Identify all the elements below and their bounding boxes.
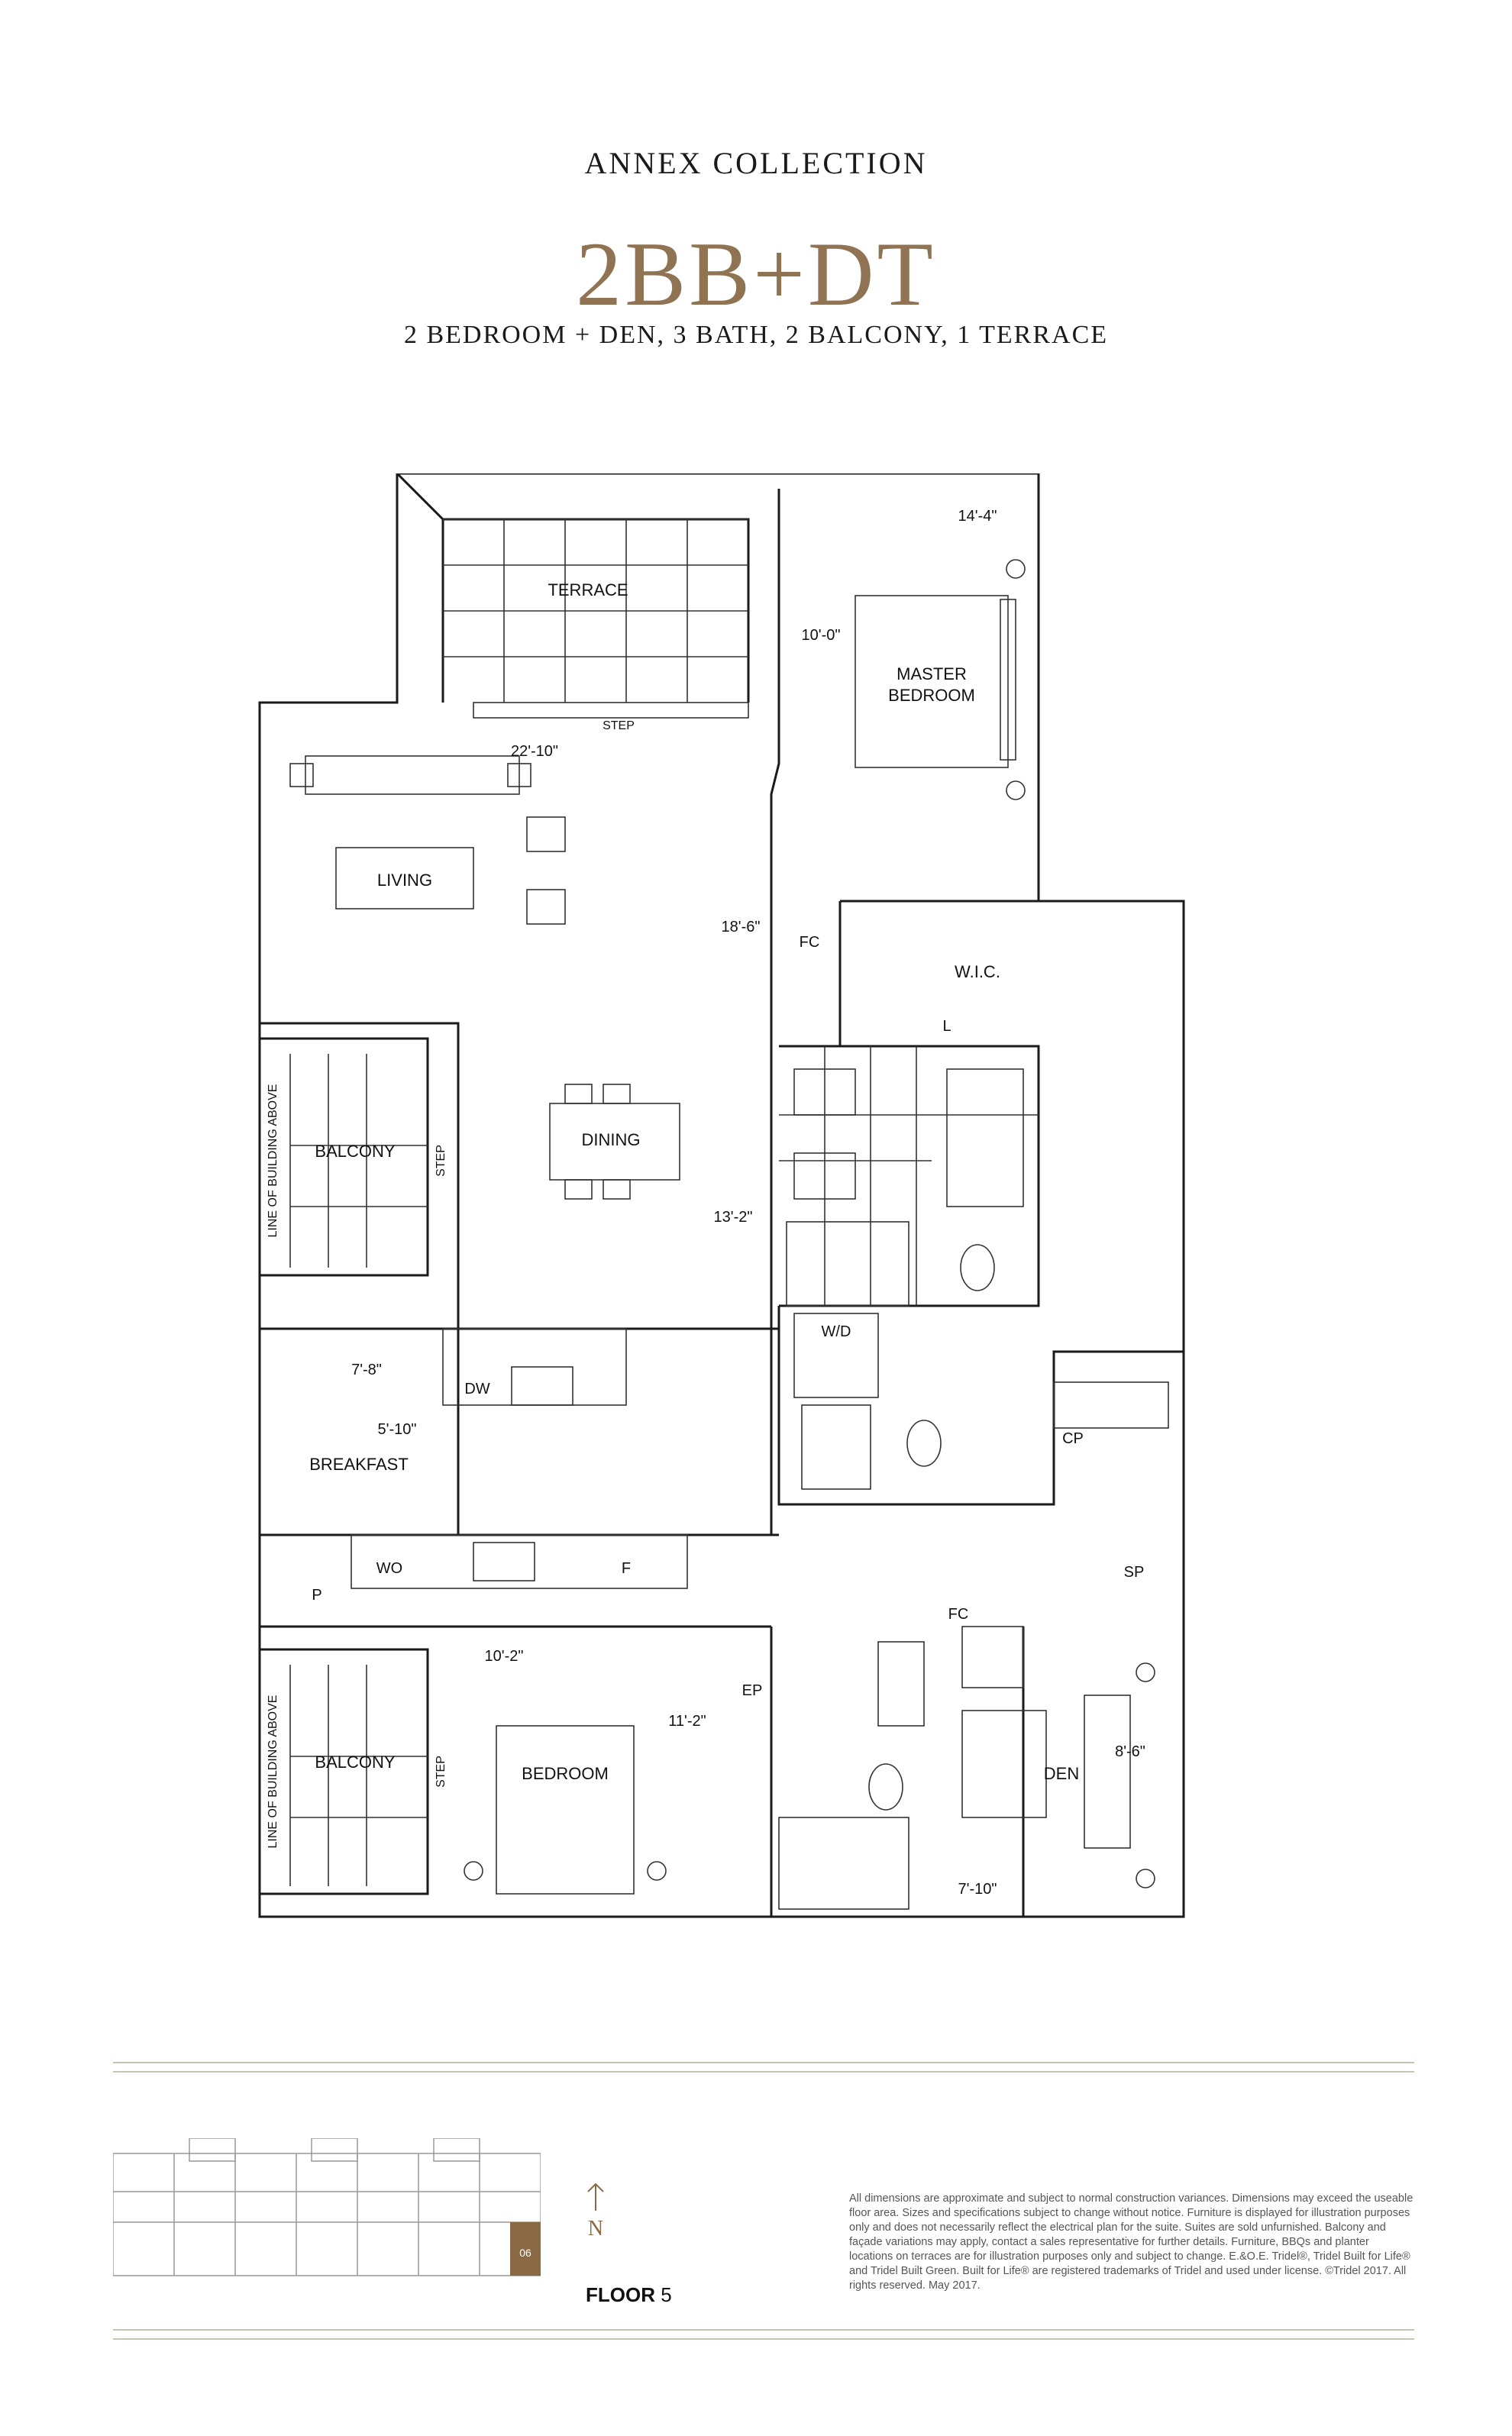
label-step-balcony-bottom: STEP [435, 1756, 447, 1788]
label-l: L [942, 1018, 951, 1035]
exterior-wall [258, 473, 1185, 1918]
label-step-terrace: STEP [603, 719, 635, 732]
floor-number: 5 [661, 2283, 672, 2306]
room-terrace: TERRACE [548, 580, 628, 599]
room-bedroom: BEDROOM [522, 1764, 609, 1783]
label-sp: SP [1124, 1564, 1145, 1581]
label-line-building-bottom: LINE OF BUILDING ABOVE [267, 1695, 279, 1849]
north-arrow: N [587, 2182, 604, 2241]
room-dining: DINING [582, 1130, 641, 1149]
room-master-bedroom-1: MASTER [897, 664, 967, 683]
collection-title: ANNEX COLLECTION [584, 146, 928, 180]
label-wd: W/D [822, 1323, 851, 1340]
dim-breakfast-width: 5'-10" [378, 1421, 417, 1438]
wall-wic [838, 900, 1039, 1048]
dim-living-dining: 18'-6" [722, 919, 761, 935]
label-step-balcony-top: STEP [435, 1145, 447, 1177]
label-fc-bottom: FC [948, 1606, 969, 1623]
dim-breakfast-depth: 7'-8" [351, 1362, 382, 1378]
unit-number: 06 [519, 2247, 531, 2259]
room-living: LIVING [377, 871, 432, 890]
floor-label: FLOOR 5 [586, 2283, 672, 2307]
disclaimer: All dimensions are approximate and subje… [849, 2192, 1413, 2292]
label-line-building-top: LINE OF BUILDING ABOVE [267, 1084, 279, 1238]
dim-den-width: 7'-10" [958, 1881, 997, 1898]
top-rule-2 [113, 2071, 1414, 2073]
wall-laundry [777, 1306, 1184, 1506]
dim-bedroom-width: 10'-2" [485, 1648, 524, 1665]
dim-terrace-width: 22'-10" [511, 743, 558, 760]
wall-balcony-top [260, 1037, 429, 1277]
dim-master-height: 10'-0" [802, 627, 841, 644]
suite-name: 2BB+DT [576, 223, 936, 325]
room-den: DEN [1044, 1764, 1079, 1783]
key-plan: 06 [113, 2138, 541, 2276]
room-balcony-bottom: BALCONY [315, 1753, 395, 1772]
bottom-rule [113, 2329, 1414, 2331]
top-rule [113, 2062, 1414, 2063]
dim-bedroom-height: 11'-2" [668, 1713, 706, 1730]
room-breakfast: BREAKFAST [309, 1455, 409, 1474]
wall-master-left [770, 489, 780, 1535]
label-fc-top: FC [800, 934, 820, 951]
label-ep: EP [742, 1682, 763, 1699]
floor-plan: TERRACE MASTER BEDROOM LIVING W.I.C. DIN… [258, 473, 1185, 1918]
room-wic: W.I.C. [955, 962, 1000, 981]
suite-description: 2 BEDROOM + DEN, 3 BATH, 2 BALCONY, 1 TE… [403, 321, 1109, 349]
label-wo: WO [376, 1560, 402, 1577]
wall-balcony-bottom [260, 1648, 429, 1895]
dim-master-width: 14'-4" [958, 508, 997, 525]
bottom-rule-2 [113, 2338, 1414, 2340]
north-label: N [588, 2217, 603, 2241]
label-cp: CP [1062, 1430, 1084, 1447]
unit-highlight [510, 2222, 541, 2276]
dim-dining: 13'-2" [714, 1209, 753, 1226]
room-balcony-top: BALCONY [315, 1142, 395, 1161]
floor-word: FLOOR [586, 2283, 655, 2306]
label-p: P [312, 1587, 321, 1604]
wall-living-bottom [260, 1022, 460, 1535]
label-dw: DW [464, 1381, 489, 1397]
label-f: F [622, 1560, 631, 1577]
room-master-bedroom-2: BEDROOM [888, 686, 975, 705]
dim-den-height: 8'-6" [1115, 1743, 1145, 1760]
